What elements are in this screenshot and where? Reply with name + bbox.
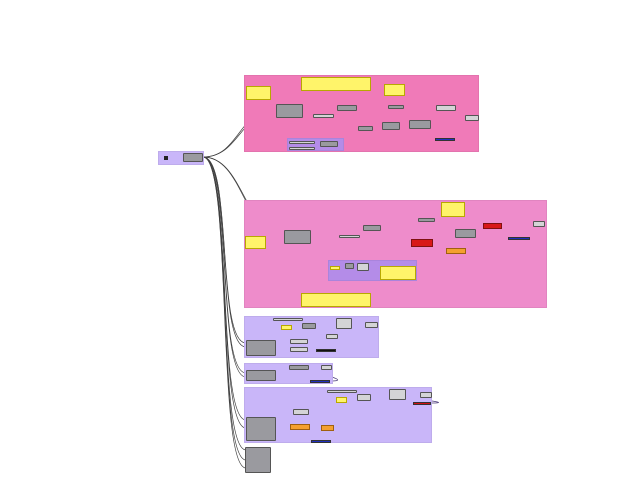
component[interactable] bbox=[436, 105, 456, 111]
number-slider[interactable] bbox=[289, 141, 315, 144]
component[interactable] bbox=[418, 218, 435, 222]
panel[interactable] bbox=[336, 397, 347, 403]
panel[interactable] bbox=[246, 86, 271, 100]
component[interactable] bbox=[465, 115, 479, 121]
panel[interactable] bbox=[380, 266, 416, 280]
component[interactable] bbox=[382, 122, 400, 130]
wire bbox=[202, 156, 247, 378]
component[interactable] bbox=[245, 447, 271, 473]
component[interactable] bbox=[409, 120, 431, 129]
component[interactable] bbox=[533, 221, 545, 227]
component[interactable] bbox=[326, 334, 338, 339]
group-2 bbox=[244, 200, 547, 308]
number-slider[interactable] bbox=[273, 318, 303, 321]
panel[interactable] bbox=[301, 293, 371, 307]
component[interactable] bbox=[246, 417, 276, 441]
component[interactable] bbox=[363, 225, 381, 231]
colour-swatch[interactable] bbox=[310, 380, 330, 383]
component[interactable] bbox=[302, 323, 316, 329]
panel[interactable] bbox=[384, 84, 405, 96]
component[interactable] bbox=[455, 229, 476, 238]
error-component[interactable] bbox=[411, 239, 433, 247]
component[interactable] bbox=[357, 263, 369, 271]
component[interactable] bbox=[420, 392, 432, 398]
component[interactable] bbox=[321, 365, 332, 370]
wire bbox=[202, 156, 247, 469]
component[interactable] bbox=[389, 389, 406, 400]
number-slider[interactable] bbox=[289, 147, 315, 150]
wire bbox=[202, 156, 247, 348]
number-slider[interactable] bbox=[339, 235, 360, 238]
component[interactable] bbox=[246, 340, 276, 356]
error-component[interactable] bbox=[483, 223, 502, 229]
component[interactable] bbox=[293, 409, 309, 415]
colour-swatch[interactable] bbox=[311, 440, 331, 443]
component[interactable] bbox=[284, 230, 311, 244]
component[interactable] bbox=[336, 318, 352, 329]
panel[interactable] bbox=[245, 236, 266, 249]
warning-component[interactable] bbox=[290, 424, 310, 430]
component[interactable] bbox=[246, 370, 276, 381]
component[interactable] bbox=[388, 105, 404, 109]
warning-component[interactable] bbox=[446, 248, 466, 254]
component[interactable] bbox=[289, 365, 309, 370]
wire bbox=[202, 156, 247, 429]
number-slider[interactable] bbox=[313, 114, 334, 118]
colour-swatch[interactable] bbox=[435, 138, 455, 141]
component[interactable] bbox=[290, 347, 308, 352]
component[interactable] bbox=[337, 105, 357, 111]
warning-component[interactable] bbox=[321, 425, 334, 431]
number-slider[interactable] bbox=[327, 390, 357, 393]
panel[interactable] bbox=[330, 266, 340, 270]
panel[interactable] bbox=[281, 325, 292, 330]
param-icon[interactable] bbox=[164, 156, 168, 160]
component[interactable] bbox=[358, 126, 373, 131]
component[interactable] bbox=[183, 153, 203, 162]
panel[interactable] bbox=[301, 77, 371, 91]
colour-swatch[interactable] bbox=[316, 349, 336, 352]
component[interactable] bbox=[357, 394, 371, 401]
colour-swatch[interactable] bbox=[413, 402, 431, 405]
component[interactable] bbox=[290, 339, 308, 344]
component[interactable] bbox=[365, 322, 378, 328]
component[interactable] bbox=[276, 104, 303, 118]
component[interactable] bbox=[345, 263, 354, 269]
component[interactable] bbox=[320, 141, 338, 147]
colour-swatch[interactable] bbox=[508, 237, 530, 240]
panel[interactable] bbox=[441, 202, 465, 217]
